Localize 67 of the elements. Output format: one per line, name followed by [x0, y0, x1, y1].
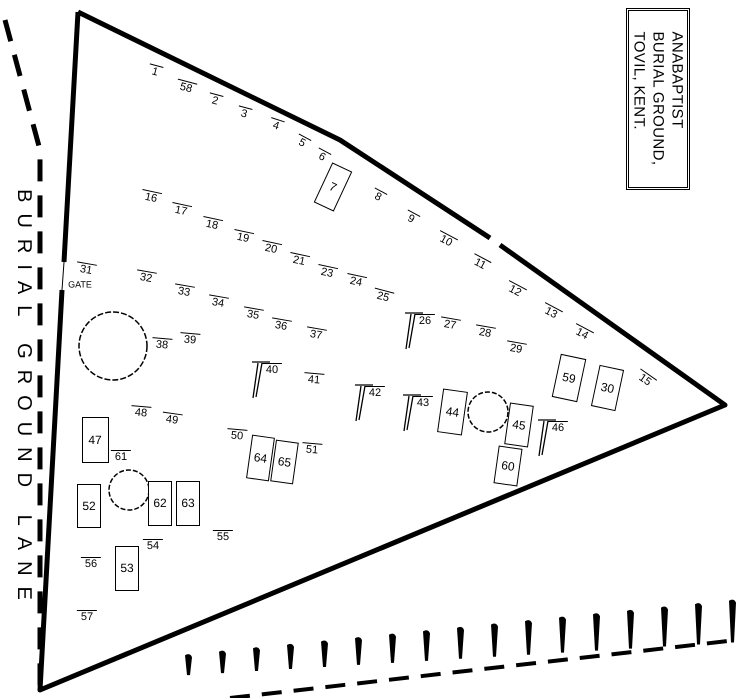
- grave-number: 55: [212, 530, 234, 544]
- grave-number: 33: [172, 283, 196, 301]
- grave-number: 35: [242, 306, 264, 324]
- grave-number: 61: [110, 450, 132, 464]
- grave-number: 23: [316, 264, 338, 282]
- grave-number: 34: [206, 294, 230, 312]
- grave-number: 4: [267, 117, 285, 135]
- grave-number: 14: [570, 323, 594, 345]
- grave-number: 29: [504, 340, 528, 358]
- grave-number: 50: [226, 428, 248, 444]
- grave-number: 56: [80, 557, 102, 571]
- grave-number: 46: [548, 421, 568, 435]
- grave-plot-box: 65: [270, 440, 298, 484]
- grave-number: 48: [130, 405, 152, 421]
- grave-number: 19: [232, 229, 254, 247]
- grave-number: 58: [174, 78, 198, 98]
- grave-number: 25: [371, 288, 395, 306]
- gate-label: GATE: [68, 278, 92, 292]
- grave-number: 36: [270, 317, 292, 335]
- grave-plot-box: 52: [77, 484, 101, 528]
- grave-plot-box: 7: [314, 162, 352, 212]
- grave-number: 15: [632, 368, 658, 392]
- grave-number: 42: [364, 386, 386, 400]
- grave-number: 10: [434, 230, 458, 252]
- grave-number: 13: [538, 302, 564, 324]
- grave-plot-box: 30: [590, 364, 624, 412]
- grave-number: 40: [262, 363, 282, 377]
- grave-plot-box: 45: [504, 402, 534, 448]
- grave-number: 54: [142, 539, 164, 553]
- grave-number: 6: [312, 148, 332, 166]
- grave-number: 17: [170, 202, 192, 220]
- grave-number: 1: [146, 63, 164, 81]
- grave-number: 31: [74, 261, 98, 279]
- grave-plot-box: 44: [436, 388, 468, 436]
- grave-number: 27: [438, 316, 462, 334]
- grave-plot-box: 53: [115, 546, 139, 590]
- grave-number: 39: [179, 332, 201, 348]
- grave-plot-box: 47: [82, 417, 108, 463]
- grave-number: 21: [288, 252, 310, 270]
- grave-number: 8: [368, 188, 388, 206]
- grave-number: 38: [151, 337, 173, 353]
- grave-plot-box: 63: [176, 480, 200, 526]
- grave-number: 37: [304, 326, 328, 344]
- grave-number: 28: [474, 324, 496, 342]
- map-title: ANABAPTIST BURIAL GROUND, TOVIL, KENT.: [630, 32, 686, 166]
- grave-number: 18: [200, 216, 224, 234]
- grave-number: 41: [303, 372, 325, 388]
- grave-number: 49: [161, 412, 183, 428]
- grave-number: 5: [292, 134, 312, 152]
- grave-plot-box: 64: [246, 434, 274, 482]
- grave-plot-box: 60: [493, 446, 523, 486]
- grave-number: 3: [235, 105, 253, 123]
- grave-number: 16: [140, 189, 162, 207]
- grave-number: 32: [134, 269, 158, 287]
- grave-number: 43: [412, 396, 434, 410]
- road-name: BURIAL GROUND LANE: [12, 189, 36, 611]
- grave-number: 20: [260, 240, 282, 258]
- grave-number: 24: [344, 273, 368, 291]
- grave-number: 12: [502, 280, 528, 302]
- grave-number: 11: [468, 253, 492, 275]
- grave-plot-box: 59: [552, 354, 586, 402]
- grave-number: 2: [206, 92, 224, 110]
- grave-number: 51: [301, 442, 323, 458]
- grave-number: 9: [401, 210, 421, 228]
- grave-plot-box: 62: [148, 480, 172, 526]
- grave-number: 57: [76, 610, 98, 624]
- grave-number: 26: [414, 314, 436, 328]
